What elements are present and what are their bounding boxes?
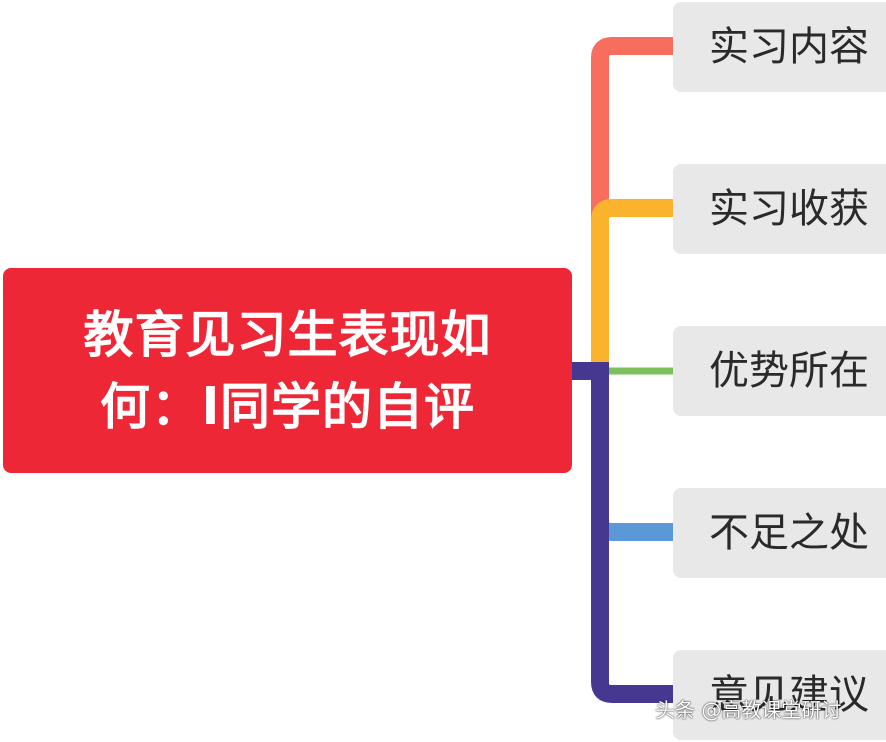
connector-branch-1 xyxy=(591,37,673,362)
branch-label: 实习内容 xyxy=(709,24,869,70)
root-node[interactable]: 教育见习生表现如 何：l同学的自评 xyxy=(3,268,572,473)
branch-label: 优势所在 xyxy=(709,348,869,394)
branch-node-internship-content[interactable]: 实习内容 xyxy=(673,2,886,92)
watermark: 头条 @高教课堂研讨 xyxy=(655,698,842,722)
branch-node-suggestions[interactable]: 意见建议 xyxy=(673,650,886,740)
connector-branch-2 xyxy=(591,199,673,362)
branch-node-internship-gains[interactable]: 实习收获 xyxy=(673,164,886,254)
branch-node-shortcomings[interactable]: 不足之处 xyxy=(673,488,886,578)
branch-label: 不足之处 xyxy=(709,510,869,556)
branch-label: 意见建议 xyxy=(709,672,869,718)
connector-branch-4 xyxy=(591,371,673,541)
connector-branch-5 xyxy=(591,362,673,703)
root-title: 教育见习生表现如 何：l同学的自评 xyxy=(84,299,492,443)
root-title-line-1: 教育见习生表现如 xyxy=(83,305,492,364)
branch-label: 实习收获 xyxy=(709,186,869,232)
root-title-line-2: 何：l同学的自评 xyxy=(99,377,476,436)
branch-node-strengths[interactable]: 优势所在 xyxy=(673,326,886,416)
